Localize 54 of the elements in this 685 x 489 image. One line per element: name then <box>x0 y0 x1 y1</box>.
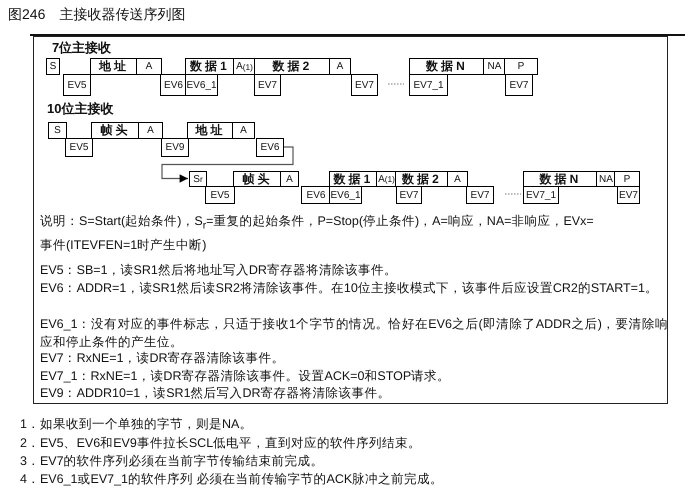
event-box: EV5 <box>65 138 93 157</box>
event-box: EV5 <box>205 186 235 204</box>
event-box: EV7 <box>396 186 422 204</box>
field-box: A <box>447 171 468 187</box>
title: 图246 主接收器传送序列图 <box>8 6 186 24</box>
event-box: EV6 <box>256 138 284 157</box>
legend-note: 说明：S=Start(起始条件)，S$_{r}$=重复的起始条件，P=Stop(停止条件)，A=响应，NA=非响应，EVx=事件(ITEVFEN=1时产生中断) <box>40 213 595 254</box>
field-box: 数据N <box>523 171 598 187</box>
event-note: EV7：RxNE=1，读DR寄存器清除该事件。 <box>40 350 286 367</box>
field-box: 数据1 <box>185 58 235 75</box>
event-note: EV6：ADDR=1，读SR1然后读SR2将清除该事件。在10位主接收模式下，该事件后应设置CR2的START=1。 <box>40 280 659 297</box>
event-box: EV6 <box>301 186 331 204</box>
field-box: P <box>614 171 640 187</box>
field-box: A <box>232 122 255 139</box>
field-box: S <box>46 58 60 75</box>
event-box: EV7 <box>351 74 378 96</box>
footnote: 1．如果收到一个单独的字节，则是NA。 <box>20 416 254 433</box>
field-box: 帧头 <box>91 122 140 139</box>
field-box: P <box>504 58 538 75</box>
event-box: EV9 <box>161 138 189 157</box>
field-box: S <box>48 122 67 139</box>
event-box: EV6_1 <box>329 186 362 204</box>
field-box: 帧头 <box>233 171 282 187</box>
field-box: A <box>138 122 163 139</box>
field-box: NA <box>483 58 506 75</box>
field-box: A <box>280 171 299 187</box>
footnote: 4．EV6_1或EV7_1的软件序列 必须在当前传输字节的ACK脉冲之前完成。 <box>20 471 444 488</box>
field-box: A <box>329 58 351 75</box>
field-box: A <box>136 58 162 75</box>
event-box: EV7_1 <box>409 74 448 96</box>
event-box: EV5 <box>63 74 91 96</box>
field-box: 数据1 <box>329 171 378 187</box>
event-box: EV6 <box>160 74 187 96</box>
event-box: EV6_1 <box>185 74 218 96</box>
event-box: EV7 <box>254 74 281 96</box>
section-heading: 7位主接收 <box>52 39 112 57</box>
footnote: 2．EV5、EV6和EV9事件拉长SCL低电平，直到对应的软件序列结束。 <box>20 435 422 452</box>
event-note: EV7_1：RxNE=1，读DR寄存器清除该事件。设置ACK=0和STOP请求。 <box>40 368 452 385</box>
event-box: EV7 <box>505 74 533 96</box>
field-box: 数据2 <box>395 171 449 187</box>
event-note: EV5：SB=1，读SR1然后将地址写入DR寄存器将清除该事件。 <box>40 262 398 279</box>
event-box: EV7 <box>617 186 640 204</box>
event-note: EV9：ADDR10=1，读SR1然后写入DR寄存器将清除该事件。 <box>40 385 392 402</box>
event-note: EV6_1：没有对应的事件标志，只适于接收1个字节的情况。恰好在EV6之后(即清除了ADDR之后)，要清除响应和停止条件的产生位。 <box>40 316 668 351</box>
event-box: EV7_1 <box>523 186 559 204</box>
field-box: NA <box>596 171 616 187</box>
field-box: 地址 <box>90 58 138 75</box>
field-box: 数据N <box>409 58 485 75</box>
arrow <box>161 146 294 183</box>
event-box: EV7 <box>466 186 494 204</box>
footnote: 3．EV7的软件序列必须在当前字节传输结束前完成。 <box>20 453 325 470</box>
field-box: 地址 <box>187 122 234 139</box>
field-box: 数据2 <box>254 58 331 75</box>
section-heading: 10位主接收 <box>47 100 114 118</box>
